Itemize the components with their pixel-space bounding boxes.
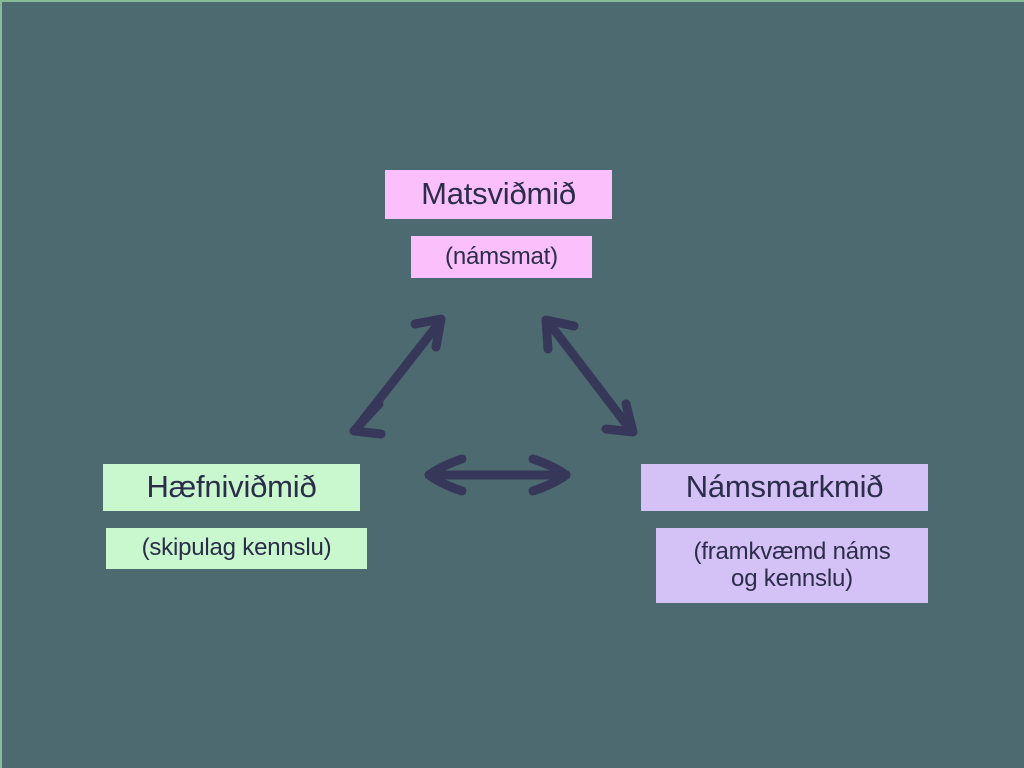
- node-objectives-subtitle-line1: (framkvæmd náms: [693, 537, 891, 565]
- node-competence-title[interactable]: Hæfniviðmið: [103, 464, 360, 511]
- arrow-competence-objectives: [424, 454, 571, 496]
- node-competence-subtitle[interactable]: (skipulag kennslu): [106, 528, 367, 569]
- arrow-assessment-objectives: [541, 315, 638, 437]
- node-assessment-subtitle[interactable]: (námsmat): [411, 236, 592, 278]
- arrow-competence-assessment: [349, 314, 446, 439]
- node-objectives-subtitle[interactable]: (framkvæmd náms og kennslu): [656, 528, 928, 603]
- node-assessment-title[interactable]: Matsviðmið: [385, 170, 612, 219]
- slide-left-edge: [0, 0, 2, 768]
- node-objectives-title[interactable]: Námsmarkmið: [641, 464, 928, 511]
- slide-top-edge: [0, 0, 1024, 2]
- node-objectives-subtitle-line2: og kennslu): [731, 564, 853, 592]
